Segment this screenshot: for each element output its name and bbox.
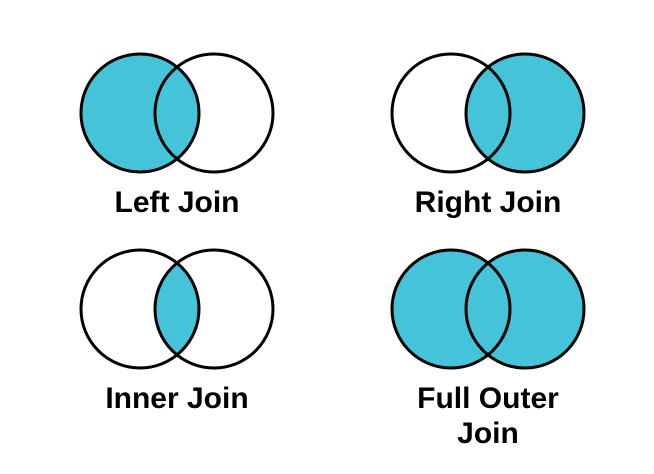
venn-diagram-inner-join	[79, 248, 275, 370]
venn-cell-inner-join: Inner Join	[57, 246, 297, 416]
diagram-caption: Left Join	[57, 185, 297, 220]
diagram-caption: Right Join	[368, 185, 608, 220]
right-circle-outline	[153, 248, 275, 370]
right-circle-outline	[153, 52, 275, 174]
venn-diagram-left-join	[79, 52, 275, 174]
venn-diagram-full-outer-join	[390, 248, 586, 370]
left-circle-outline	[79, 248, 201, 370]
intersection-region	[466, 54, 510, 172]
left-circle-outline	[79, 52, 201, 174]
diagram-caption: Full Outer Join	[368, 381, 608, 452]
diagram-label-inner-join: Inner Join	[105, 382, 249, 415]
venn-diagram-right-join	[390, 52, 586, 174]
left-circle-outline	[390, 52, 512, 174]
venn-cell-left-join: Left Join	[57, 50, 297, 220]
venn-cell-full-outer-join: Full Outer Join	[368, 246, 608, 452]
right-circle-outline	[464, 52, 586, 174]
intersection-region	[466, 250, 510, 368]
intersection-region	[155, 250, 199, 368]
diagram-label-right-join: Right Join	[414, 186, 562, 219]
diagram-caption: Inner Join	[57, 381, 297, 416]
diagram-label-full-outer-join: Full Outer Join	[417, 382, 559, 451]
right-circle-outline	[464, 248, 586, 370]
left-circle-outline	[390, 248, 512, 370]
intersection-region	[155, 54, 199, 172]
diagram-label-left-join: Left Join	[114, 186, 240, 219]
venn-cell-right-join: Right Join	[368, 50, 608, 220]
